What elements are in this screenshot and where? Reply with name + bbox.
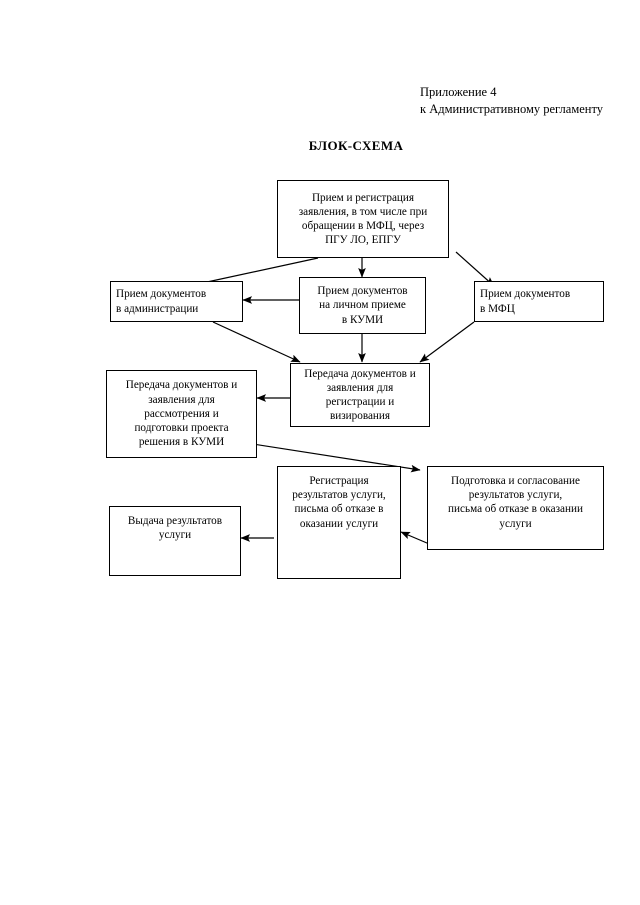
node-intake-line-3: обращении в МФЦ, через (301, 220, 425, 232)
node-registration-line-1: Регистрация (309, 475, 369, 487)
node-intake-line-4: ПГУ ЛО, ЕПГУ (325, 234, 401, 247)
node-admin-line-2: в администрации (116, 302, 199, 315)
node-mfc[interactable]: Прием документов в МФЦ (474, 281, 604, 322)
node-transfer-review-line-2: заявления для (148, 393, 215, 406)
edge-mfc-to-transfer-reg (419, 321, 475, 363)
appendix-header-line-1: Приложение 4 (420, 85, 497, 99)
node-issue-line-1: Выдача результатов (127, 515, 223, 527)
node-kumi-line-2: на личном приеме (319, 299, 406, 312)
node-issue-line-2: услуги (158, 529, 192, 542)
node-transfer-review-line-1: Передача документов и (125, 379, 238, 392)
node-preparation-line-4: услуги (499, 517, 532, 530)
node-intake-line-1: Прием и регистрация (311, 191, 415, 204)
node-intake-line-2: заявления, в том числе при (298, 205, 428, 218)
appendix-header: Приложение 4 к Административному регламе… (420, 84, 603, 118)
node-mfc-line-2: в МФЦ (480, 302, 515, 315)
node-transfer-registration-line-2: заявления для (326, 381, 394, 394)
node-kumi[interactable]: Прием документов на личном приеме в КУМИ (299, 277, 426, 334)
node-registration-line-4: оказании услуги (299, 517, 379, 530)
node-transfer-registration-line-3: регистрации и (325, 396, 395, 408)
node-intake[interactable]: Прием и регистрация заявления, в том чис… (277, 180, 449, 258)
node-registration-line-3: письма об отказе в (294, 503, 384, 516)
edge-admin-to-transfer-reg (212, 321, 301, 363)
edge-review-to-preparation (239, 441, 421, 473)
node-preparation-line-1: Подготовка и согласование (451, 475, 580, 487)
node-transfer-review[interactable]: Передача документов и заявления для расс… (106, 370, 257, 458)
node-transfer-review-line-4: подготовки проекта (134, 422, 229, 435)
node-transfer-review-line-3: рассмотрения и (144, 407, 219, 420)
node-admin[interactable]: Прием документов в администрации (110, 281, 243, 322)
node-issue[interactable]: Выдача результатов услуги (109, 506, 241, 576)
node-registration[interactable]: Регистрация результатов услуги, письма о… (277, 466, 401, 579)
node-preparation[interactable]: Подготовка и согласование результатов ус… (427, 466, 604, 550)
node-admin-line-1: Прием документов (116, 288, 207, 301)
page-title: БЛОК-СХЕМА (0, 138, 640, 154)
page-title-text: БЛОК-СХЕМА (308, 138, 404, 153)
node-preparation-line-3: письма об отказе в оказании (448, 503, 583, 516)
node-registration-line-2: результатов услуги, (292, 489, 386, 502)
node-kumi-line-3: в КУМИ (341, 313, 384, 326)
node-kumi-line-1: Прием документов (317, 285, 408, 298)
node-transfer-registration-line-1: Передача документов и (304, 367, 416, 380)
node-transfer-registration-line-4: визирования (329, 410, 391, 423)
node-mfc-line-1: Прием документов (480, 288, 571, 301)
appendix-header-line-2: к Административному регламенту (420, 102, 604, 116)
node-transfer-review-line-5: решения в КУМИ (138, 436, 225, 449)
node-preparation-line-2: результатов услуги, (468, 489, 563, 502)
edge-intake-to-mfc (455, 251, 495, 287)
node-transfer-registration[interactable]: Передача документов и заявления для реги… (290, 363, 430, 427)
